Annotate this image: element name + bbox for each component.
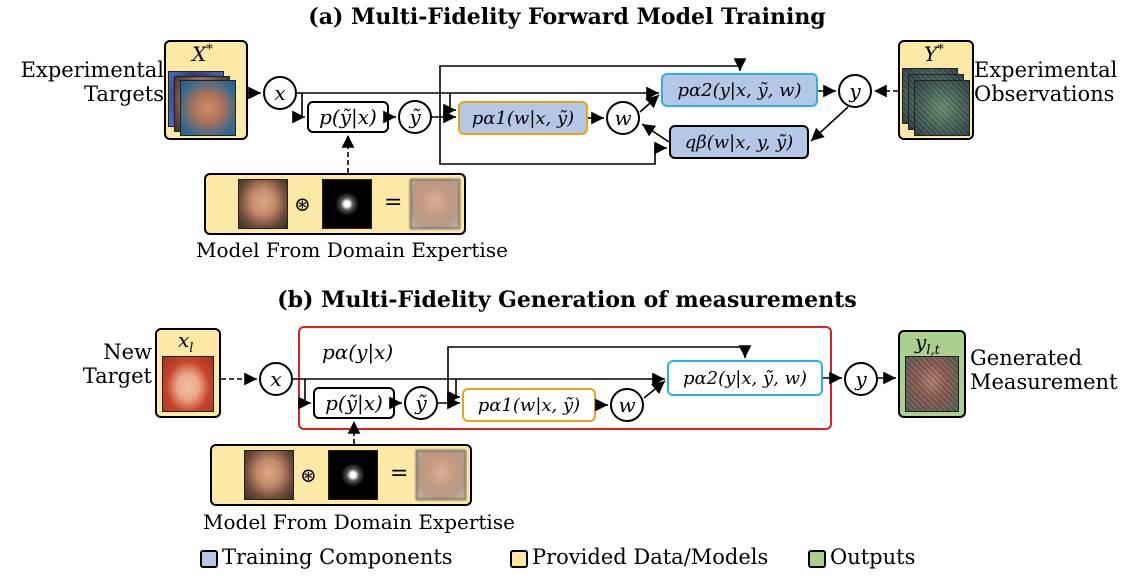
y-star-label: Y* (924, 42, 944, 66)
q-beta-box: qβ(w|x, y, ỹ) (669, 125, 809, 159)
kernel-image-b (328, 450, 378, 500)
blurred-output-b (416, 450, 466, 500)
equals-symbol-a: = (384, 190, 403, 215)
kernel-image-a (322, 179, 372, 229)
legend-swatch-training (200, 549, 218, 568)
legend-provided: Provided Data/Models (510, 545, 768, 569)
node-x-b: x (259, 362, 293, 396)
p-alpha-group-label: pα(y|x) (322, 340, 394, 364)
convolution-symbol-b: ⊛ (300, 463, 317, 487)
p-alpha1-box-a: pα1(w|x, ỹ) (458, 101, 588, 135)
panel-b-title: (b) Multi-Fidelity Generation of measure… (277, 287, 857, 313)
x-star-label: X* (192, 42, 213, 66)
experimental-targets-label: Experimental Targets (20, 58, 164, 106)
new-target-label: New Target (82, 340, 152, 388)
new-target-image (162, 356, 214, 412)
legend-outputs: Outputs (808, 545, 915, 569)
node-y-a: y (838, 74, 872, 108)
node-w-a: w (606, 101, 640, 135)
p-alpha2-box-a: pα2(y|x, ỹ, w) (661, 73, 818, 107)
p-alpha2-box-b: pα2(y|x, ỹ, w) (667, 360, 823, 396)
convolution-symbol-a: ⊛ (294, 192, 311, 216)
node-ytilde-b: ỹ (404, 386, 438, 420)
panel-a-title: (a) Multi-Fidelity Forward Model Trainin… (308, 4, 826, 30)
node-w-b: w (610, 388, 644, 422)
generated-measurement-label: Generated Measurement (970, 346, 1118, 394)
experimental-observations-label: Experimental Observations (974, 58, 1118, 106)
legend-training: Training Components (200, 545, 453, 569)
domain-input-face-b (244, 450, 294, 500)
legend-swatch-outputs (808, 549, 826, 568)
blurred-output-a (410, 179, 460, 229)
generated-measurement-image (905, 356, 959, 412)
observation-image-front (914, 80, 970, 136)
domain-caption-b: Model From Domain Expertise (203, 510, 515, 534)
p-alpha1-box-b: pα1(w|x, ỹ) (462, 388, 596, 422)
p-ytilde-given-x-b: p(ỹ|x) (313, 387, 395, 419)
node-ytilde-a: ỹ (398, 100, 432, 134)
node-x-a: x (263, 76, 297, 110)
target-image-front (180, 80, 236, 136)
equals-symbol-b: = (390, 461, 409, 486)
y-lt-label: yl,t (915, 330, 940, 358)
x-l-label: xl (178, 328, 194, 356)
node-y-b: y (844, 362, 878, 396)
legend-swatch-provided (510, 549, 528, 568)
domain-input-face-a (238, 179, 288, 229)
domain-caption-a: Model From Domain Expertise (196, 238, 508, 262)
